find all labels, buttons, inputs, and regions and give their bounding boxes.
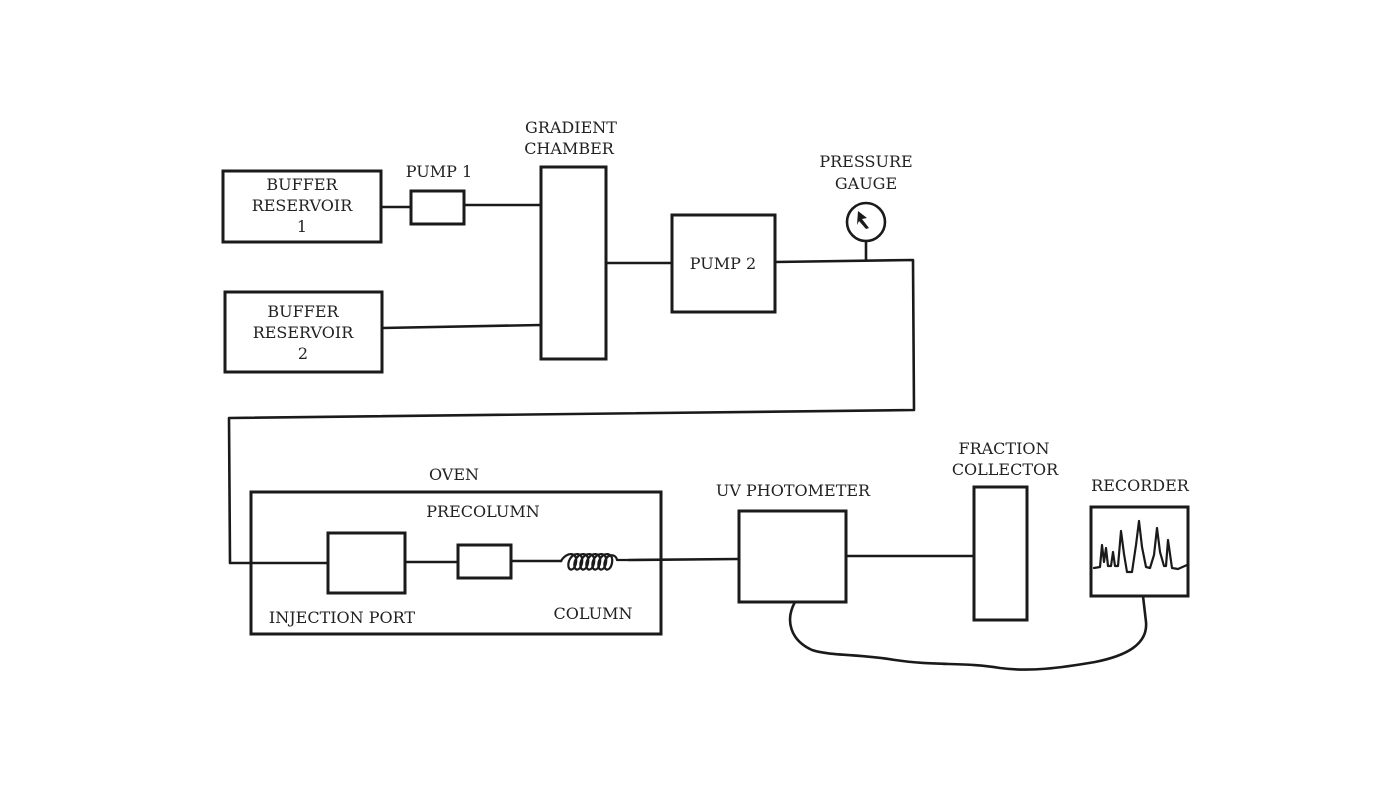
gauge-needle-icon: [857, 211, 869, 229]
chromatogram-trace-icon: [1092, 519, 1189, 574]
pump-1-label: PUMP 1: [406, 162, 472, 181]
pump-1: PUMP 1: [406, 162, 472, 226]
pressure-gauge-label-line2: GAUGE: [835, 174, 897, 193]
buffer-reservoir-1-label-line1: BUFFER: [266, 175, 338, 194]
column-coil-icon: [559, 553, 631, 571]
buffer-reservoir-2-label-line1: BUFFER: [267, 302, 339, 321]
signal-cable: [788, 594, 1148, 671]
uv-photometer-label: UV PHOTOMETER: [716, 481, 871, 500]
flow-lines: [227, 203, 1148, 671]
pressure-gauge-label-line1: PRESSURE: [819, 152, 912, 171]
recorder-label: RECORDER: [1091, 476, 1190, 495]
oven-label: OVEN: [429, 465, 479, 484]
gradient-chamber: GRADIENT CHAMBER: [524, 118, 617, 361]
precolumn: PRECOLUMN: [426, 502, 540, 580]
buffer-reservoir-1-label-line2: RESERVOIR: [252, 196, 354, 215]
buffer-reservoir-1-label-line3: 1: [297, 217, 307, 236]
pump-2-label: PUMP 2: [690, 254, 756, 273]
buffer-reservoir-2: BUFFER RESERVOIR 2: [223, 290, 384, 374]
injection-port: INJECTION PORT: [269, 531, 416, 627]
column-label: COLUMN: [554, 604, 633, 623]
column: COLUMN: [554, 553, 633, 623]
gradient-chamber-label-line1: GRADIENT: [525, 118, 617, 137]
fraction-collector-label-line1: FRACTION: [958, 439, 1049, 458]
precolumn-label: PRECOLUMN: [426, 502, 539, 521]
gradient-chamber-label-line2: CHAMBER: [524, 139, 615, 158]
recorder: RECORDER: [1089, 476, 1190, 598]
buffer-reservoir-2-label-line2: RESERVOIR: [253, 323, 355, 342]
gauge-dial-icon: [845, 201, 887, 243]
buffer-reservoir-1: BUFFER RESERVOIR 1: [221, 169, 383, 244]
pump-2: PUMP 2: [670, 213, 777, 314]
fraction-collector: FRACTION COLLECTOR: [952, 439, 1059, 622]
injection-port-label: INJECTION PORT: [269, 608, 416, 627]
pressure-gauge: PRESSURE GAUGE: [819, 152, 913, 262]
uv-photometer: UV PHOTOMETER: [716, 481, 871, 604]
fraction-collector-label-line2: COLLECTOR: [952, 460, 1059, 479]
buffer-reservoir-2-label-line3: 2: [298, 344, 308, 363]
